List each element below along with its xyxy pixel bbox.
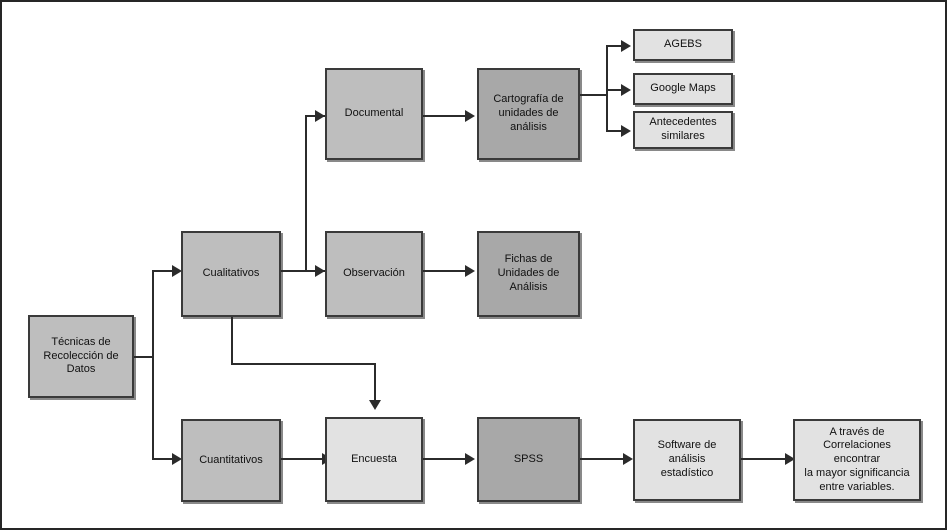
- connector-cartografia-out: [580, 94, 608, 96]
- connector-cualitativos-across: [231, 363, 376, 365]
- node-label: Técnicas de Recolección de Datos: [43, 335, 119, 376]
- connector-root-to-cualitativos: [152, 270, 174, 272]
- node-label: Cartografía de unidades de análisis: [493, 93, 564, 133]
- arrowhead-cualitativos: [172, 265, 182, 277]
- node-antecedentes-similares[interactable]: Antecedentes similares: [633, 111, 733, 149]
- connector-to-google-maps: [606, 89, 628, 91]
- connector-to-antecedentes: [606, 130, 628, 132]
- node-label: Fichas de Unidades de Análisis: [497, 253, 560, 293]
- connector-root-out: [134, 356, 154, 358]
- connector-cartografia-trunk: [606, 45, 608, 131]
- node-label: SPSS: [513, 452, 544, 465]
- node-label: Cualitativos: [202, 267, 260, 280]
- connector-observacion-to-fichas: [423, 270, 470, 272]
- connector-down-to-encuesta: [374, 363, 376, 403]
- node-label: AGEBS: [664, 38, 702, 51]
- node-spss[interactable]: SPSS: [477, 417, 580, 502]
- connector-cualitativos-out: [281, 270, 307, 272]
- connector-root-trunk: [152, 270, 154, 460]
- arrowhead-cuantitativos: [172, 453, 182, 465]
- connector-cualitativos-down: [231, 317, 233, 364]
- connector-spss-to-software: [580, 458, 628, 460]
- connector-software-to-resultado: [741, 458, 790, 460]
- node-label: Google Maps: [650, 82, 716, 95]
- arrowhead-fichas: [465, 265, 475, 277]
- arrowhead-software: [623, 453, 633, 465]
- connector-cuantitativos-to-encuesta: [281, 458, 327, 460]
- arrowhead-resultado: [785, 453, 795, 465]
- arrowhead-spss: [465, 453, 475, 465]
- node-resultado-correlaciones[interactable]: A través de Correlaciones encontrar la m…: [793, 419, 921, 501]
- connector-cualitativos-trunk: [305, 115, 307, 272]
- node-software-analisis-estadistico[interactable]: Software de análisis estadístico: [633, 419, 741, 501]
- connector-encuesta-to-spss: [423, 458, 470, 460]
- connector-to-agebs: [606, 45, 628, 47]
- arrowhead-agebs: [621, 40, 631, 52]
- node-tecnicas-recoleccion-datos[interactable]: Técnicas de Recolección de Datos: [28, 315, 134, 398]
- node-label: Observación: [343, 267, 405, 280]
- node-google-maps[interactable]: Google Maps: [633, 73, 733, 105]
- node-label: Antecedentes similares: [649, 116, 717, 142]
- node-cartografia-unidades-analisis[interactable]: Cartografía de unidades de análisis: [477, 68, 580, 160]
- node-label: Software de análisis estadístico: [657, 439, 717, 479]
- node-fichas-unidades-analisis[interactable]: Fichas de Unidades de Análisis: [477, 231, 580, 317]
- arrowhead-cartografia: [465, 110, 475, 122]
- arrowhead-encuesta-top: [369, 400, 381, 410]
- connector-documental-to-cartografia: [423, 115, 470, 117]
- connector-root-to-cuantitativos: [152, 458, 174, 460]
- node-label: Documental: [344, 107, 404, 120]
- node-agebs[interactable]: AGEBS: [633, 29, 733, 61]
- arrowhead-antecedentes: [621, 125, 631, 137]
- node-label: A través de Correlaciones encontrar la m…: [804, 425, 910, 493]
- node-documental[interactable]: Documental: [325, 68, 423, 160]
- node-encuesta[interactable]: Encuesta: [325, 417, 423, 502]
- arrowhead-google-maps: [621, 84, 631, 96]
- node-cualitativos[interactable]: Cualitativos: [181, 231, 281, 317]
- node-label: Encuesta: [351, 452, 397, 465]
- node-observacion[interactable]: Observación: [325, 231, 423, 317]
- node-label: Cuantitativos: [199, 453, 263, 466]
- arrowhead-documental: [315, 110, 325, 122]
- arrowhead-observacion: [315, 265, 325, 277]
- node-cuantitativos[interactable]: Cuantitativos: [181, 419, 281, 502]
